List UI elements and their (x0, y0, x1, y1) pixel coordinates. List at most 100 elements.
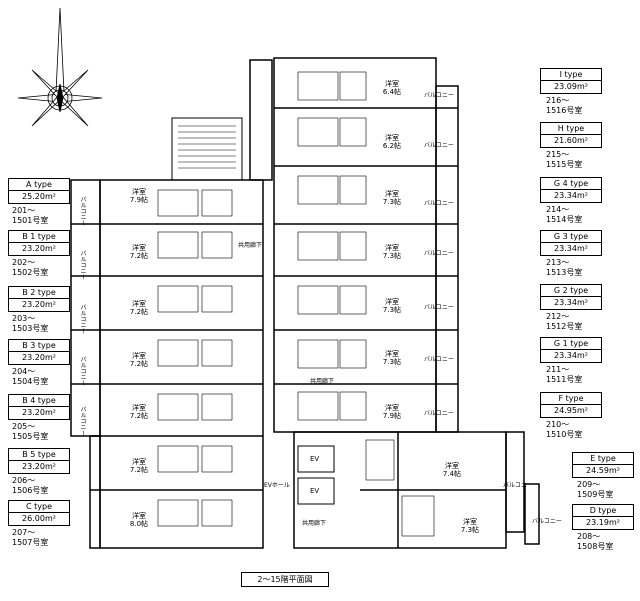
room-size: 7.2帖 (129, 308, 149, 316)
unit-room-range: 211～1511号室 (546, 365, 583, 384)
unit-type-name: G 1 type (541, 338, 601, 350)
unit-type-name: B 3 type (9, 340, 69, 352)
room-type: 洋室 (385, 80, 399, 88)
room-type: 洋室 (385, 134, 399, 142)
room-size: 7.3帖 (382, 358, 402, 366)
room-label: 洋室 7.3帖 (380, 244, 404, 260)
balcony-label: バルコニー (79, 304, 86, 334)
unit-type-name: B 4 type (9, 395, 69, 407)
room-size: 7.2帖 (129, 252, 149, 260)
balcony-label: バルコニー (79, 196, 86, 226)
unit-type-area: 21.60m² (554, 136, 588, 145)
unit-type-name: D type (573, 505, 633, 517)
room-label: 洋室 8.0帖 (127, 512, 151, 528)
unit-type-name: B 2 type (9, 287, 69, 299)
unit-type-box: B 5 type 23.20m² (8, 448, 70, 474)
unit-room-range: 207～1507号室 (12, 528, 49, 547)
ev-hall-label: EVホール (264, 482, 290, 489)
unit-type-box: B 1 type 23.20m² (8, 230, 70, 256)
room-label: 洋室 7.3帖 (380, 190, 404, 206)
unit-room-range: 215～1515号室 (546, 150, 583, 169)
unit-type-name: A type (9, 179, 69, 191)
balcony-label: バルコニー (424, 142, 454, 149)
unit-type-box: I type 23.09m² (540, 68, 602, 94)
corridor-label: 共用廊下 (238, 242, 263, 249)
balcony-label: バルコニー (424, 200, 454, 207)
unit-room-range: 208～1508号室 (577, 532, 614, 551)
room-size: 7.4帖 (442, 470, 462, 478)
unit-type-box: A type 25.20m² (8, 178, 70, 204)
room-type: 洋室 (385, 190, 399, 198)
room-size: 7.3帖 (382, 198, 402, 206)
room-label: 洋室 6.2帖 (380, 134, 404, 150)
ev-label: EV (310, 455, 320, 463)
unit-type-name: F type (541, 393, 601, 405)
balcony-label: バルコニー (424, 410, 454, 417)
plan-caption: 2～15階平面図 (241, 572, 329, 587)
room-type: 洋室 (132, 458, 146, 466)
unit-type-name: I type (541, 69, 601, 81)
room-size: 8.0帖 (129, 520, 149, 528)
unit-type-area: 23.19m² (586, 518, 620, 527)
room-label: 洋室 7.2帖 (127, 458, 151, 474)
room-type: 洋室 (385, 244, 399, 252)
room-size: 7.9帖 (129, 196, 149, 204)
room-size: 7.2帖 (129, 412, 149, 420)
unit-type-area: 23.09m² (554, 82, 588, 91)
room-size: 7.9帖 (382, 412, 402, 420)
unit-type-name: B 5 type (9, 449, 69, 461)
room-label: 洋室 7.3帖 (380, 350, 404, 366)
room-type: 洋室 (445, 462, 459, 470)
unit-type-box: G 2 type 23.34m² (540, 284, 602, 310)
unit-type-box: F type 24.95m² (540, 392, 602, 418)
unit-type-name: C type (9, 501, 69, 513)
balcony-label: バルコニー (503, 482, 533, 489)
room-type: 洋室 (385, 350, 399, 358)
compass-rose-icon (17, 7, 103, 127)
room-size: 7.3帖 (382, 306, 402, 314)
corridor-label: 共用廊下 (310, 378, 335, 385)
unit-type-box: H type 21.60m² (540, 122, 602, 148)
balcony-label: バルコニー (424, 250, 454, 257)
unit-type-name: G 2 type (541, 285, 601, 297)
unit-room-range: 206～1506号室 (12, 476, 49, 495)
unit-room-range: 210～1510号室 (546, 420, 583, 439)
room-label: 洋室 7.9帖 (380, 404, 404, 420)
unit-type-name: G 4 type (541, 178, 601, 190)
balcony-label: バルコニー (79, 406, 86, 436)
unit-room-range: 203～1503号室 (12, 314, 49, 333)
unit-room-range: 204～1504号室 (12, 367, 49, 386)
room-type: 洋室 (132, 188, 146, 196)
room-type: 洋室 (463, 518, 477, 526)
room-type: 洋室 (385, 298, 399, 306)
ev-label: EV (310, 487, 320, 495)
room-type: 洋室 (132, 352, 146, 360)
unit-room-range: 201～1501号室 (12, 206, 49, 225)
room-label: 洋室 7.2帖 (127, 300, 151, 316)
unit-type-box: G 1 type 23.34m² (540, 337, 602, 363)
unit-type-box: C type 26.00m² (8, 500, 70, 526)
room-type: 洋室 (385, 404, 399, 412)
balcony-label: バルコニー (532, 518, 562, 525)
room-label: 洋室 7.2帖 (127, 404, 151, 420)
unit-type-area: 23.20m² (22, 300, 56, 309)
unit-room-range: 213～1513号室 (546, 258, 583, 277)
room-label: 洋室 7.2帖 (127, 352, 151, 368)
unit-type-name: B 1 type (9, 231, 69, 243)
unit-type-box: B 3 type 23.20m² (8, 339, 70, 365)
room-size: 7.3帖 (382, 252, 402, 260)
corridor-label: 共用廊下 (302, 520, 327, 527)
unit-type-area: 24.59m² (586, 466, 620, 475)
balcony-label: バルコニー (424, 304, 454, 311)
room-size: 7.2帖 (129, 466, 149, 474)
room-type: 洋室 (132, 244, 146, 252)
room-label: 洋室 7.9帖 (127, 188, 151, 204)
unit-room-range: 216～1516号室 (546, 96, 583, 115)
room-size: 7.3帖 (460, 526, 480, 534)
unit-type-area: 23.34m² (554, 244, 588, 253)
unit-type-area: 24.95m² (554, 406, 588, 415)
unit-type-area: 23.34m² (554, 191, 588, 200)
balcony-label: バルコニー (424, 92, 454, 99)
unit-type-name: E type (573, 453, 633, 465)
unit-type-area: 23.20m² (22, 408, 56, 417)
